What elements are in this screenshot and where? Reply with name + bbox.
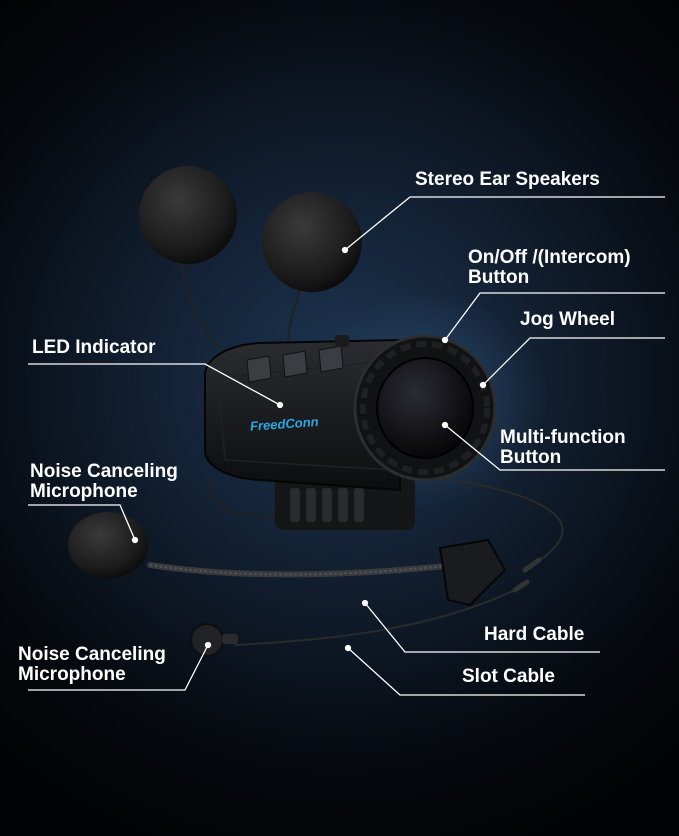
unit-cable-left (210, 479, 291, 518)
cable-end-upper (522, 557, 542, 573)
leader-lines (28, 196, 665, 696)
label-multi-function-button: Multi-function Button (500, 427, 626, 468)
label-led-indicator: LED Indicator (32, 337, 156, 358)
wired-microphone (190, 623, 238, 657)
multi-function-button (376, 357, 474, 459)
boom-microphone (68, 512, 458, 578)
label-slot-cable: Slot Cable (462, 666, 555, 687)
speaker-wire-left (179, 254, 236, 366)
slot-cable (234, 589, 516, 646)
cable-end-lower (512, 579, 530, 593)
label-on-off-button: On/Off /(Intercom) Button (468, 247, 631, 288)
ear-speaker-right (262, 192, 362, 292)
label-hard-cable: Hard Cable (484, 624, 585, 645)
boom-mic-mount (438, 538, 507, 607)
label-stereo-ear-speakers: Stereo Ear Speakers (415, 169, 600, 190)
power-button-nub (335, 335, 349, 347)
ear-speaker-left (139, 166, 237, 264)
label-noise-canceling-microphone-top: Noise Canceling Microphone (30, 461, 178, 502)
label-noise-canceling-microphone-bottom: Noise Canceling Microphone (18, 644, 166, 685)
slot-cable-upper (439, 477, 564, 571)
led-indicators (246, 345, 344, 383)
label-jog-wheel: Jog Wheel (520, 309, 616, 330)
freedconn-logo: FreedConn (250, 414, 320, 434)
